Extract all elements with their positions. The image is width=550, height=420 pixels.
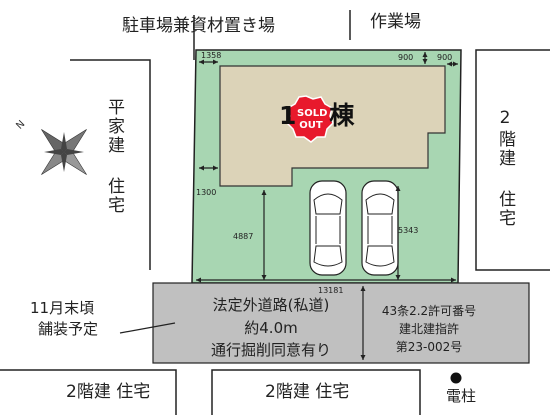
building-label: 1棟 [279,101,388,130]
dim-1358: 1358 [201,51,222,60]
label-utility-pole: 電柱 [446,387,477,405]
dim-1300: 1300 [196,188,217,197]
label-bottom-left-house: 2階建 住宅 [66,382,151,402]
neighbor-bottom-left-outline [0,369,177,415]
label-parking-lot: 駐車場兼資材置き場 [122,16,275,36]
neighbor-right-outline [475,49,550,271]
car-1 [309,180,347,276]
dimension-arrows [196,52,458,360]
utility-pole-icon [450,372,462,384]
dim-900-right: 900 [437,53,453,62]
dim-4887: 4887 [233,232,254,241]
neighbor-left-outline [70,59,151,270]
label-workshop: 作業場 [370,12,421,32]
road-line-3: 通行掘削同意有り [210,341,331,359]
label-left-house: 平家建 住宅 [104,98,124,215]
building-footprint [219,65,446,187]
label-bottom-mid-house: 2階建 住宅 [265,382,350,402]
permit-line-2: 建北建指許 [398,322,459,336]
sold-label: SOLD [297,108,328,119]
paving-note-line1: 11月末頃 [30,299,95,317]
dim-900-top: 900 [398,53,414,62]
sold-out-badge [286,95,334,143]
car-2 [361,180,399,276]
dim-5343: 5343 [398,226,419,235]
dim-13181: 13181 [318,286,344,295]
private-road [152,282,530,364]
svg-text:N: N [14,119,27,132]
permit-line-3: 第23-002号 [395,340,463,354]
out-label: OUT [299,120,323,131]
compass-icon: N [14,119,87,175]
permit-line-1: 43条2.2許可番号 [381,304,477,318]
road-line-1: 法定外道路(私道) [212,296,330,314]
label-right-house: 2階建 住宅 [495,108,515,228]
paving-note-line2: 舗装予定 [38,320,99,338]
road-line-2: 約4.0m [244,319,298,337]
neighbor-bottom-mid-outline [211,369,421,415]
